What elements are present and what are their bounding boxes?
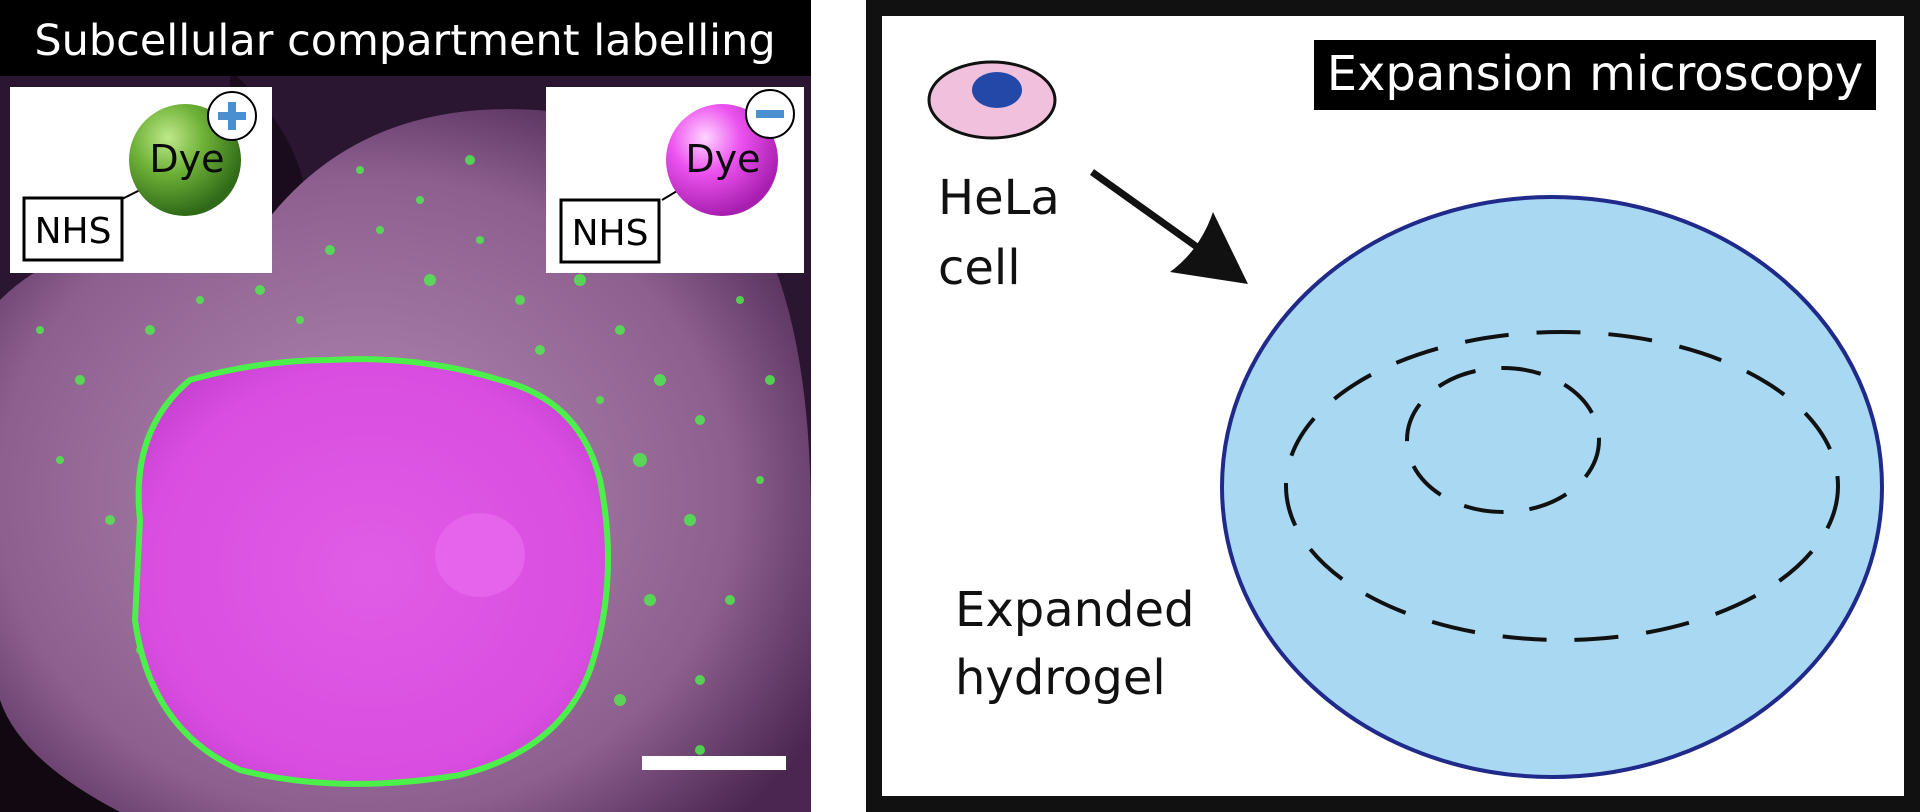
positive-linker-label: NHS (35, 211, 112, 252)
hela-label-line1: HeLa (938, 170, 1060, 226)
negative-dye-sphere (666, 104, 778, 216)
arrow-head (1170, 212, 1248, 284)
nucleus (131, 356, 611, 787)
expanded-cell-outline (1284, 330, 1840, 642)
right-panel-title: Expansion microscopy (1327, 46, 1864, 102)
green-speckles (36, 155, 775, 755)
expanded-hydrogel (1220, 195, 1884, 779)
gel-label-line2: hydrogel (955, 650, 1166, 706)
scale-bar (642, 756, 786, 770)
right-title-bar (1314, 40, 1876, 110)
gel-label-line1: Expanded (955, 582, 1195, 638)
hela-nucleus (972, 72, 1022, 108)
expansion-arrow (1089, 169, 1207, 255)
left-panel-title: Subcellular compartment labelling (34, 16, 775, 66)
negative-linker-label: NHS (572, 213, 649, 254)
positive-dye-label: Dye (149, 137, 224, 181)
left-title-bar (0, 0, 811, 76)
expanded-nucleus-outline (1405, 366, 1601, 514)
negative-dye-label: Dye (685, 137, 760, 181)
hela-label-line2: cell (938, 240, 1021, 296)
positive-dye-inset: Dye NHS (10, 87, 272, 273)
negative-dye-inset: Dye NHS (546, 87, 804, 273)
